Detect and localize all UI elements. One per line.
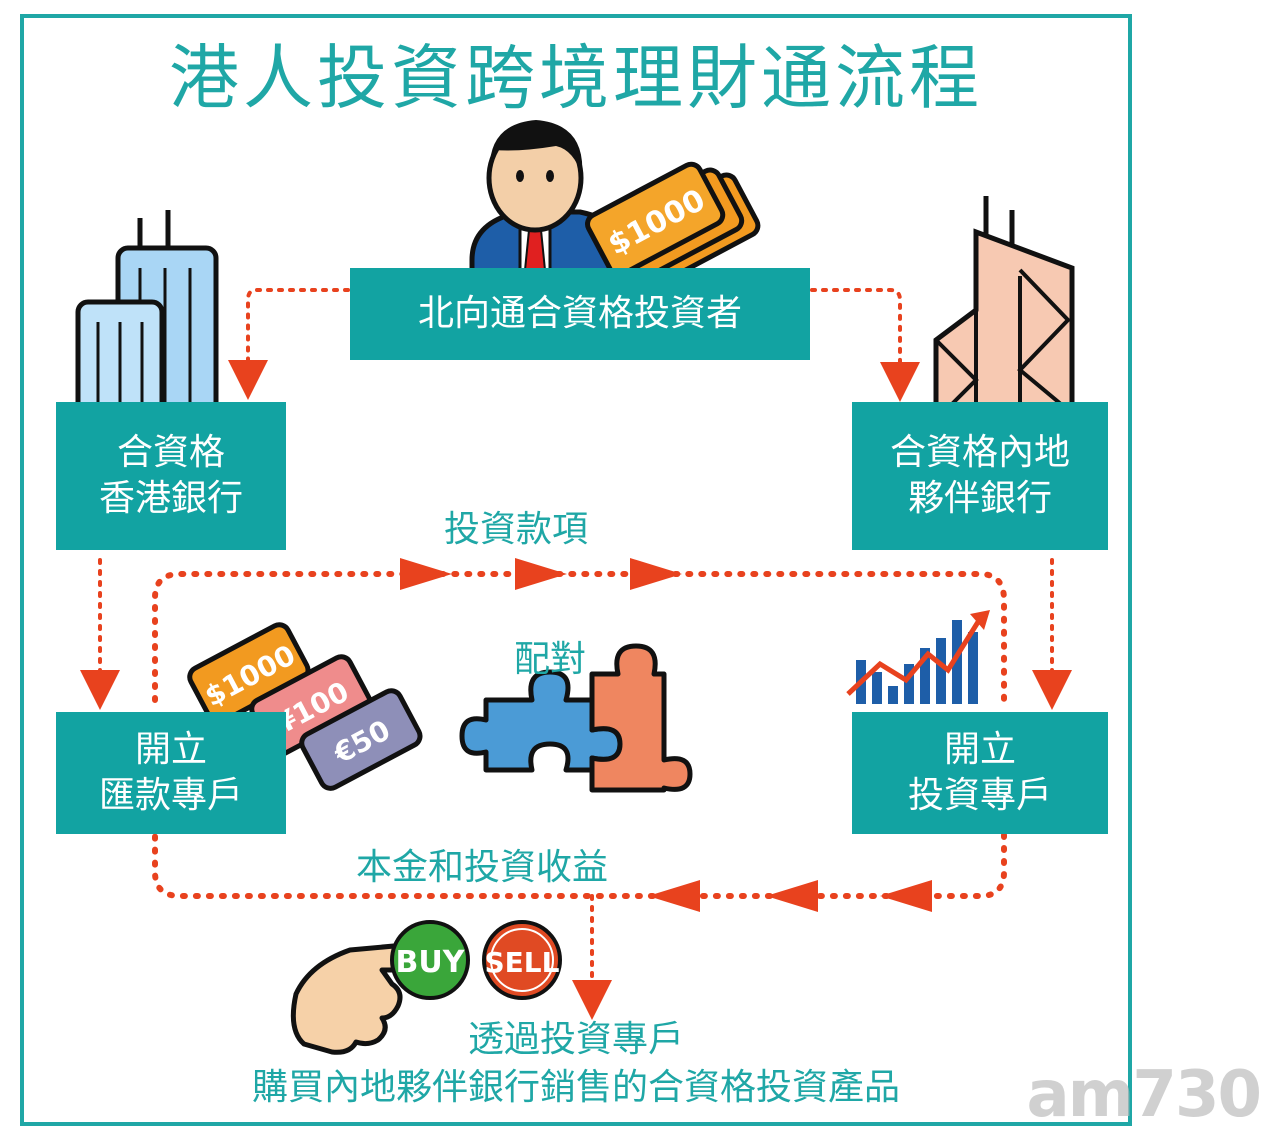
buy-button-icon: BUY bbox=[390, 920, 470, 1000]
investor-label: 北向通合資格投資者 bbox=[417, 293, 742, 334]
diagram-frame bbox=[20, 14, 1132, 1126]
flow-arrowhead bbox=[515, 558, 567, 590]
matching-label: 配對 bbox=[514, 639, 587, 680]
note-line2: 購買內地夥伴銀行銷售的合資格投資產品 bbox=[251, 1067, 900, 1108]
flow-arrowhead bbox=[400, 558, 452, 590]
investor-box: 北向通合資格投資者 bbox=[350, 268, 810, 360]
flow-arrowhead bbox=[630, 558, 682, 590]
currency-note-dollar-icon: $1000 bbox=[187, 622, 311, 725]
hk-bank-box: 合資格 香港銀行 bbox=[56, 402, 286, 550]
page-title: 港人投資跨境理財通流程 bbox=[169, 37, 983, 119]
flow-arrowhead bbox=[766, 880, 818, 912]
principal-return-label: 本金和投資收益 bbox=[356, 847, 609, 888]
remit-account-line1: 開立 bbox=[134, 729, 207, 770]
mainland-bank-box: 合資格內地 夥伴銀行 bbox=[852, 402, 1108, 550]
currency-note-euro-icon: €50 bbox=[299, 688, 423, 791]
mainland-bank-line2: 夥伴銀行 bbox=[907, 478, 1052, 519]
puzzle-icon bbox=[459, 643, 693, 793]
invest-account-line1: 開立 bbox=[943, 729, 1016, 770]
cash-stack-icon: $1000 bbox=[585, 161, 761, 288]
invest-account-line2: 投資專戶 bbox=[907, 775, 1052, 816]
flow-arrowhead bbox=[648, 880, 700, 912]
arrow-to-hk-bank bbox=[228, 288, 350, 400]
mainland-building-icon bbox=[933, 196, 1075, 423]
sell-label: SELL bbox=[485, 946, 560, 979]
hk-buildings-icon bbox=[75, 210, 219, 427]
investment-funds-label: 投資款項 bbox=[444, 509, 589, 550]
investor-person-icon bbox=[469, 120, 631, 293]
arrow-to-mainland-bank bbox=[810, 288, 920, 402]
hk-bank-line1: 合資格 bbox=[116, 432, 225, 473]
remit-account-box: 開立 匯款專戶 bbox=[56, 712, 286, 834]
growth-chart-icon bbox=[846, 610, 990, 704]
remit-account-line2: 匯款專戶 bbox=[98, 775, 243, 816]
mainland-bank-line1: 合資格內地 bbox=[889, 432, 1070, 473]
flow-arrowhead bbox=[880, 880, 932, 912]
hk-bank-line2: 香港銀行 bbox=[98, 478, 243, 519]
sell-button-icon: SELL bbox=[482, 920, 562, 1000]
buy-label: BUY bbox=[396, 945, 466, 980]
invest-account-box: 開立 投資專戶 bbox=[852, 712, 1108, 834]
note-line1: 透過投資專戶 bbox=[467, 1019, 684, 1060]
watermark-logo: am730 bbox=[1026, 1058, 1262, 1132]
